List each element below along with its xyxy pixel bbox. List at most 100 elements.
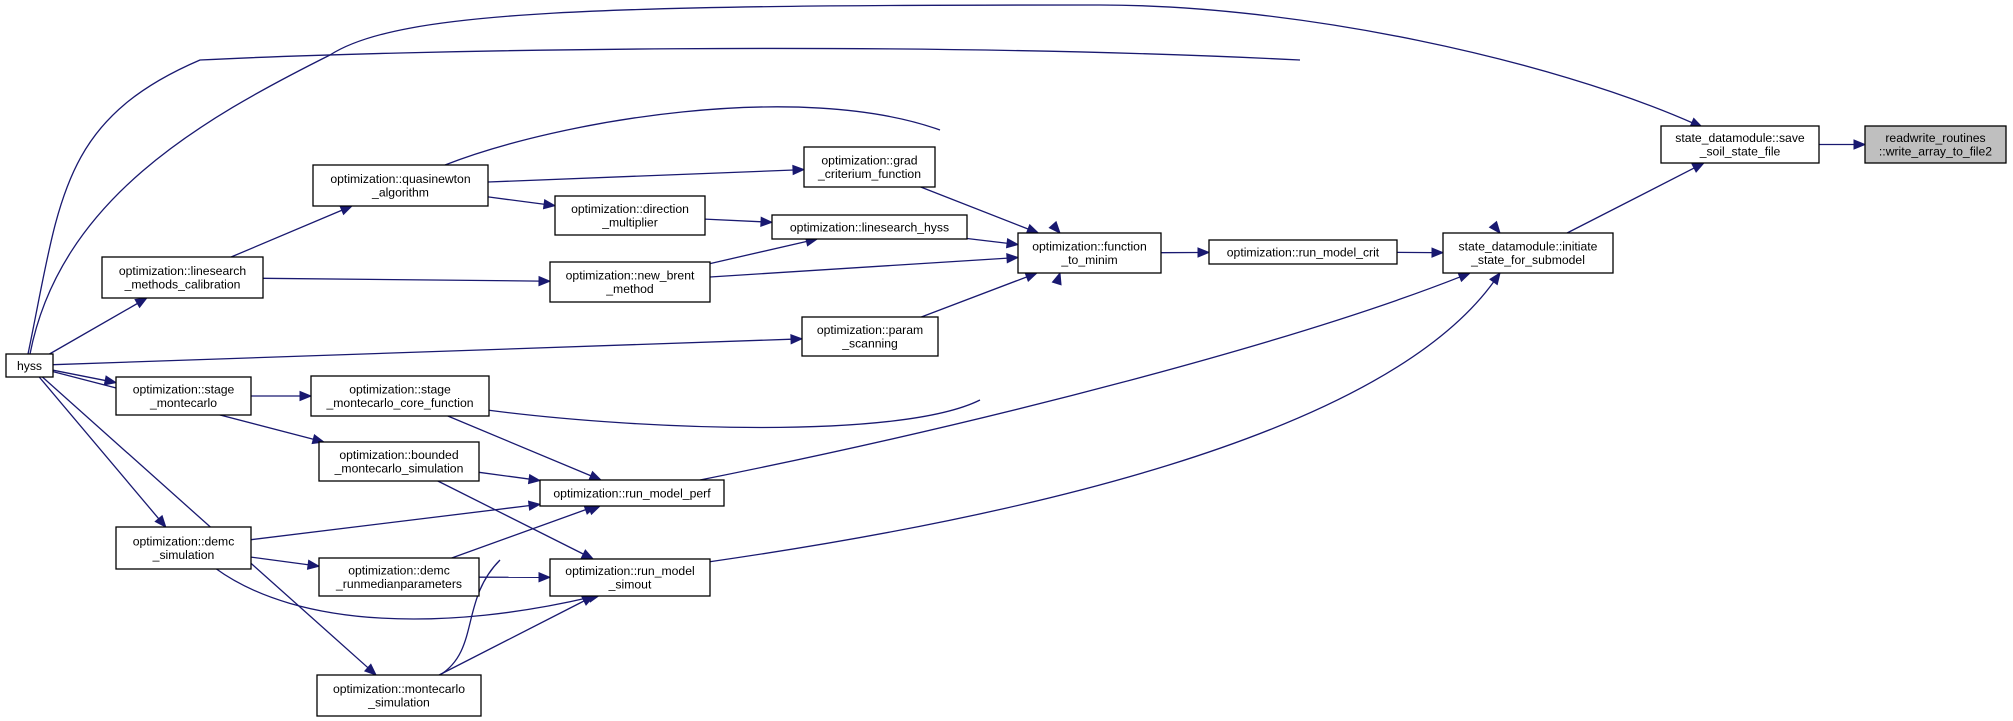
edge-hyss-to-demc_simulation — [38, 376, 167, 529]
edge-line — [437, 480, 585, 556]
edge-linesearch_methods_calibration-to-new_brent_method — [262, 275, 552, 287]
node-label: optimization::stage — [133, 383, 235, 397]
node-label: optimization::stage — [349, 383, 451, 397]
node-box[interactable] — [1864, 125, 2007, 164]
node-label: hyss — [17, 359, 42, 373]
node-label: _scanning — [841, 337, 898, 351]
edge-line — [52, 369, 107, 382]
node-box[interactable] — [803, 146, 936, 188]
node-label: optimization::quasinewton — [330, 172, 470, 186]
node-box[interactable] — [1442, 232, 1614, 274]
arrow-head-icon — [1048, 220, 1061, 234]
node-box[interactable] — [101, 256, 264, 299]
edge-stage_montecarlo_core_function-to-function_to_minim — [486, 271, 1062, 429]
node-label: optimization::linesearch — [119, 264, 246, 278]
edge-line — [49, 302, 139, 355]
node-demc-runmedianparameters[interactable]: optimization::demc_runmedianparameters — [318, 557, 480, 597]
edge-line — [921, 275, 1028, 318]
node-direction-multiplier[interactable]: optimization::direction_multiplier — [554, 195, 706, 236]
edge-run_model_perf-to-initiate_state_for_submodel — [699, 272, 1472, 481]
node-label: _montecarlo — [149, 396, 217, 410]
node-montecarlo-simulation[interactable]: optimization::montecarlo_simulation — [316, 674, 482, 717]
node-label: optimization::param — [817, 323, 923, 337]
node-label: optimization::run_model_crit — [1227, 245, 1380, 259]
node-linesearch-hyss[interactable]: optimization::linesearch_hyss — [771, 214, 968, 240]
arrow-head-icon — [580, 549, 595, 560]
edge-line — [451, 508, 587, 559]
edge-new_brent_method-to-function_to_minim — [709, 253, 1020, 278]
node-box[interactable] — [549, 261, 711, 303]
node-label: optimization::demc — [348, 564, 450, 578]
node-box[interactable] — [115, 526, 252, 570]
edge-linesearch_methods_calibration-to-quasinewton_algorithm — [230, 205, 354, 258]
edge-param_scanning-to-function_to_minim — [921, 272, 1039, 318]
edge-line — [709, 240, 808, 265]
edges-layer — [27, 4, 1867, 676]
node-box[interactable] — [316, 674, 482, 717]
node-stage-montecarlo[interactable]: optimization::stage_montecarlo — [115, 376, 252, 416]
node-label: optimization::demc — [133, 535, 235, 549]
edge-line — [250, 504, 531, 541]
edge-line — [27, 47, 1301, 355]
arrow-head-icon — [306, 559, 321, 570]
node-label: _criterium_function — [817, 167, 921, 181]
node-linesearch-methods-calibration[interactable]: optimization::linesearch_methods_calibra… — [101, 256, 264, 299]
node-bounded-montecarlo-simulation[interactable]: optimization::bounded_montecarlo_simulat… — [318, 441, 480, 482]
node-box[interactable] — [1660, 125, 1820, 164]
node-label: optimization::run_model — [565, 564, 694, 578]
node-label: _methods_calibration — [124, 278, 241, 292]
edge-line — [214, 567, 591, 620]
node-box[interactable] — [1208, 239, 1398, 265]
arrow-head-icon — [1853, 139, 1867, 150]
node-box[interactable] — [5, 353, 54, 378]
node-label: optimization::function — [1032, 240, 1147, 254]
edge-demc_runmedianparameters-to-run_model_simout — [478, 572, 552, 583]
edge-quasinewton_algorithm-to-direction_multiplier — [487, 196, 557, 210]
node-function-to-minim[interactable]: optimization::function_to_minim — [1017, 232, 1162, 274]
node-initiate-state-for-submodel[interactable]: state_datamodule::initiate_state_for_sub… — [1442, 232, 1614, 274]
node-box[interactable] — [771, 214, 968, 240]
edge-demc_simulation-to-demc_runmedianparameters — [250, 556, 321, 570]
arrow-head-icon — [760, 216, 774, 228]
edge-hyss-to-montecarlo_simulation — [41, 376, 378, 676]
node-new-brent-method[interactable]: optimization::new_brent_method — [549, 261, 711, 303]
edge-line — [966, 237, 1009, 245]
edge-line — [439, 559, 501, 676]
edge-line — [262, 277, 541, 282]
node-box[interactable] — [539, 479, 725, 507]
node-label: _simulation — [367, 696, 430, 710]
node-run-model-simout[interactable]: optimization::run_model_simout — [549, 558, 711, 597]
node-hyss[interactable]: hyss — [5, 353, 54, 378]
node-box[interactable] — [549, 558, 711, 597]
node-label: optimization::linesearch_hyss — [790, 220, 949, 234]
edge-line — [487, 169, 795, 183]
arrow-head-icon — [1051, 271, 1062, 286]
node-param-scanning[interactable]: optimization::param_scanning — [801, 316, 939, 357]
node-label: _simout — [608, 578, 652, 592]
node-quasinewton-algorithm[interactable]: optimization::quasinewton_algorithm — [312, 164, 489, 207]
node-stage-montecarlo-core-function[interactable]: optimization::stage_montecarlo_core_func… — [310, 375, 490, 417]
node-box[interactable] — [318, 441, 480, 482]
node-box[interactable] — [1017, 232, 1162, 274]
node-box[interactable] — [312, 164, 489, 207]
node-box[interactable] — [318, 557, 480, 597]
node-box[interactable] — [801, 316, 939, 357]
node-box[interactable] — [554, 195, 706, 236]
arrow-head-icon — [1488, 220, 1501, 235]
node-label: _to_minim — [1060, 253, 1117, 267]
node-save-soil-state-file[interactable]: state_datamodule::save_soil_state_file — [1660, 125, 1820, 164]
node-grad-criterium-function[interactable]: optimization::grad_criterium_function — [803, 146, 936, 188]
arrow-head-icon — [1691, 162, 1706, 173]
node-box[interactable] — [115, 376, 252, 416]
edge-line — [230, 209, 343, 258]
node-box[interactable] — [310, 375, 490, 417]
node-run-model-perf[interactable]: optimization::run_model_perf — [539, 479, 725, 507]
node-run-model-crit[interactable]: optimization::run_model_crit — [1208, 239, 1398, 265]
edge-bounded_montecarlo_simulation-to-run_model_perf — [478, 471, 542, 485]
arrow-head-icon — [1431, 247, 1445, 258]
arrow-head-icon — [538, 572, 552, 583]
node-write-array-to-file2[interactable]: readwrite_routines::write_array_to_file2 — [1864, 125, 2007, 164]
node-label: optimization::new_brent — [566, 269, 695, 283]
node-demc-simulation[interactable]: optimization::demc_simulation — [115, 526, 252, 570]
arrow-head-icon — [527, 500, 542, 511]
